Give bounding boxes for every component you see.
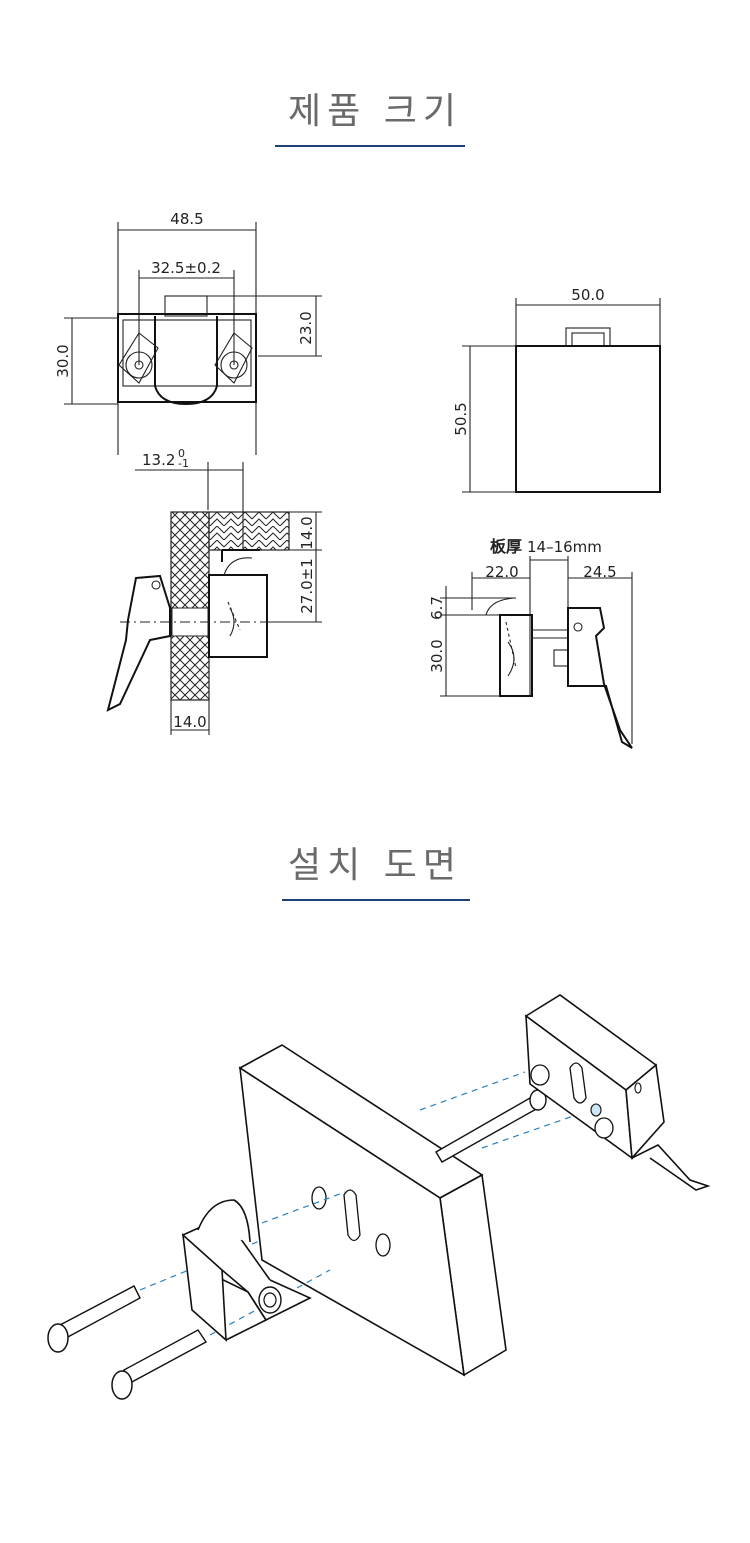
section-view-spec: 板厚 14–16mm 22.0 24.5 6.7 30.0 [428, 537, 633, 749]
dim-offset: 13.2 [142, 451, 175, 469]
dim-right-depth: 24.5 [583, 563, 616, 581]
dim-side-height: 50.5 [452, 402, 470, 435]
install-title: 설치 도면 [288, 845, 462, 886]
front-view: 48.5 32.5±0.2 30.0 23.0 [54, 210, 322, 455]
connecting-pin [435, 1089, 547, 1163]
dim-left-depth: 22.0 [485, 563, 518, 581]
board-range: 14–16mm [527, 538, 602, 556]
screw-1 [47, 1285, 141, 1353]
dim-offset-sub: -1 [178, 457, 189, 470]
rear-latch [181, 1199, 312, 1342]
screw-2 [111, 1329, 208, 1400]
dimension-drawing: 48.5 32.5±0.2 30.0 23.0 50.0 50 [54, 210, 661, 749]
product-size-title: 제품 크기 [288, 91, 462, 132]
title-underline [275, 145, 465, 147]
dim-panel-thick-right: 14.0 [298, 516, 316, 549]
dim-side-width: 50.0 [571, 286, 604, 304]
dim-panel-thick-bottom: 14.0 [173, 713, 206, 731]
installation-drawing [47, 994, 711, 1400]
title-underline-2 [282, 899, 470, 901]
board-label: 板厚 [490, 537, 522, 556]
side-view: 50.0 50.5 [452, 286, 661, 493]
front-handle [524, 994, 711, 1191]
mounting-panel [238, 1044, 507, 1377]
dim-offset-sup: 0 [178, 447, 185, 460]
section-view-mounted: 13.2 0 -1 14.0 27.0±1 14.0 [106, 447, 322, 735]
dim-body-height: 30.0 [428, 639, 446, 672]
dim-latch-height: 27.0±1 [298, 558, 316, 614]
dim-hole-pitch: 32.5±0.2 [151, 259, 221, 277]
dim-left-height: 30.0 [54, 344, 72, 377]
dim-top-offset: 6.7 [428, 596, 446, 620]
dim-top-width: 48.5 [170, 210, 203, 228]
dim-right-height: 23.0 [297, 311, 315, 344]
